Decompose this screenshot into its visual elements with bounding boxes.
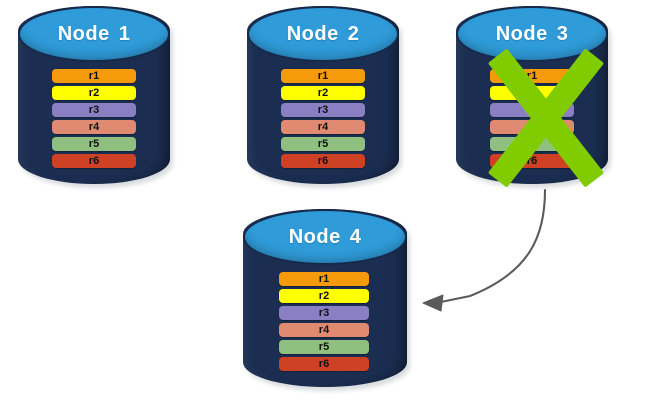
node-3-rows: r1 r2 r3 r4 r5 r6	[490, 65, 574, 168]
node-2-rows: r1 r2 r3 r4 r5 r6	[281, 65, 365, 168]
node-1-row-r1[interactable]: r1	[52, 69, 136, 83]
node-2-row-r4[interactable]: r4	[281, 120, 365, 134]
node-4-name: Node	[288, 226, 341, 248]
node-2[interactable]: Node 2 r1 r2 r3 r4 r5 r6	[247, 6, 402, 188]
node-1-number: 1	[118, 23, 131, 45]
node-2-row-r3[interactable]: r3	[281, 103, 365, 117]
node-4[interactable]: Node 4 r1 r2 r3 r4 r5 r6	[243, 209, 410, 391]
node-3[interactable]: Node 3 r1 r2 r3 r4 r5 r6	[456, 6, 611, 188]
node-1-row-r5[interactable]: r5	[52, 137, 136, 151]
node-1-row-r3[interactable]: r3	[52, 103, 136, 117]
replication-arrow-head-icon	[422, 294, 444, 312]
node-1-rows: r1 r2 r3 r4 r5 r6	[52, 65, 136, 168]
node-3-row-r4[interactable]: r4	[490, 120, 574, 134]
node-2-label: Node 2	[247, 23, 399, 46]
node-1-top-ellipse	[18, 6, 170, 62]
node-3-row-r3[interactable]: r3	[490, 103, 574, 117]
node-1-row-r6[interactable]: r6	[52, 154, 136, 168]
node-2-row-r6[interactable]: r6	[281, 154, 365, 168]
node-4-row-r4[interactable]: r4	[279, 323, 369, 337]
node-2-row-r2[interactable]: r2	[281, 86, 365, 100]
node-3-row-r5[interactable]: r5	[490, 137, 574, 151]
node-4-top-ellipse	[243, 209, 407, 265]
node-2-number: 2	[347, 23, 360, 45]
node-2-name: Node	[286, 23, 339, 45]
node-3-name: Node	[495, 23, 548, 45]
node-4-label: Node 4	[243, 226, 407, 249]
node-1-row-r2[interactable]: r2	[52, 86, 136, 100]
node-1-row-r4[interactable]: r4	[52, 120, 136, 134]
node-4-row-r3[interactable]: r3	[279, 306, 369, 320]
node-4-rows: r1 r2 r3 r4 r5 r6	[279, 268, 369, 371]
node-4-row-r2[interactable]: r2	[279, 289, 369, 303]
node-3-row-r1[interactable]: r1	[490, 69, 574, 83]
node-3-number: 3	[556, 23, 569, 45]
replication-arrow-line	[434, 188, 547, 305]
node-4-row-r5[interactable]: r5	[279, 340, 369, 354]
node-2-row-r1[interactable]: r1	[281, 69, 365, 83]
node-4-row-r1[interactable]: r1	[279, 272, 369, 286]
node-3-row-r2[interactable]: r2	[490, 86, 574, 100]
node-1-label: Node 1	[18, 23, 170, 46]
node-1-name: Node	[57, 23, 110, 45]
node-3-row-r6[interactable]: r6	[490, 154, 574, 168]
node-2-top-ellipse	[247, 6, 399, 62]
node-1[interactable]: Node 1 r1 r2 r3 r4 r5 r6	[18, 6, 173, 188]
node-4-row-r6[interactable]: r6	[279, 357, 369, 371]
node-2-row-r5[interactable]: r5	[281, 137, 365, 151]
node-4-number: 4	[349, 226, 362, 248]
node-3-label: Node 3	[456, 23, 608, 46]
